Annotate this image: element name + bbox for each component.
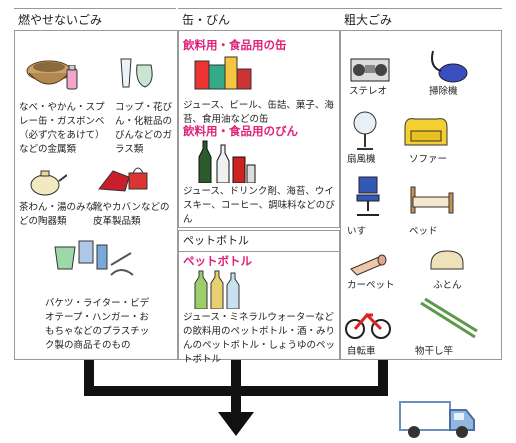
pet-bottles-icon (194, 270, 240, 309)
drying-pole-icon (420, 297, 478, 339)
bulky-fan: 扇風機 (347, 154, 376, 165)
bulky-carpet: カーペット (347, 280, 395, 291)
bulky-drying-pole: 物干し竿 (415, 346, 454, 357)
vacuum-icon (431, 50, 468, 83)
header-nonburnable: 燃やせないごみ (14, 8, 176, 30)
teapot-icon (30, 170, 67, 196)
bottles-desc: ジュース、ドリンク剤、海苔、ウイスキー、コーヒー、調味料などのびん (183, 186, 335, 225)
arrow-down-icon (218, 412, 254, 436)
chair-icon (356, 176, 380, 216)
nonburnable-ceramic: 茶わん・湯のみなどの陶器類 (19, 202, 96, 227)
panel-pet-bottles: ペットボトル ペットボトル ジュース・ミネラルウォーターなどの飲料用のペットボト… (178, 230, 340, 365)
fan-icon (353, 111, 377, 150)
plastic-goods-icon (54, 240, 134, 276)
header-bulky: 粗大ごみ (340, 8, 502, 30)
pet-desc: ジュース・ミネラルウォーターなどの飲料用のペットボトル・酒・みりんのペットボトル… (183, 312, 336, 365)
panel-nonburnable: なべ・やかん・スプレー缶・ガスボンベ（必ず穴をあけて）などの金属類 コップ・花び… (14, 30, 178, 360)
bulky-vacuum: 掃除機 (429, 86, 458, 97)
bicycle-icon (345, 312, 391, 339)
cans-icon (194, 56, 252, 90)
nonburnable-plastic: バケツ・ライター・ビデオテープ・ハンガー・おもちゃなどのプラスチック製の商品その… (45, 298, 150, 351)
carpet-icon (350, 254, 387, 276)
nonburnable-glass: コップ・花びん・化粧品のびんなどのガラス類 (115, 102, 173, 155)
pot-icon (26, 60, 72, 85)
panel-cans-bottles: 飲料用・食品用の缶 ジュース、ビール、缶詰、菓子、海苔、食用油などの缶 飲料用・… (178, 30, 340, 228)
connector-left (84, 360, 94, 394)
bulky-bicycle: 自転車 (347, 346, 376, 357)
stereo-icon (350, 58, 390, 82)
connector-center (231, 360, 241, 416)
pet-title: ペットボトル (183, 254, 252, 268)
bulky-sofa: ソファー (409, 154, 448, 165)
pet-header: ペットボトル (179, 231, 339, 252)
bulky-bed: ベッド (409, 226, 438, 237)
nonburnable-metal: なべ・やかん・スプレー缶・ガスボンベ（必ず穴をあけて）などの金属類 (19, 102, 105, 155)
bulky-futon: ふとん (433, 280, 462, 291)
connector-right (378, 360, 388, 394)
cans-title: 飲料用・食品用の缶 (183, 38, 287, 52)
bottles-title: 飲料用・食品用のびん (183, 124, 298, 138)
bed-icon (410, 186, 454, 214)
header-cans-bottles: 缶・びん (178, 8, 342, 30)
glass-cup-icon (120, 58, 153, 88)
sofa-icon (404, 118, 448, 146)
bulky-chair: いす (347, 226, 367, 237)
bottles-icon (198, 140, 256, 183)
panel-bulky: ステレオ 掃除機 扇風機 ソファー いす ベッド カーペット ふとん 自転車 (340, 30, 502, 360)
shoes-bag-icon (98, 167, 148, 192)
cans-desc: ジュース、ビール、缶詰、菓子、海苔、食用油などの缶 (183, 100, 334, 125)
nonburnable-leather: 靴やカバンなどの皮革製品類 (93, 202, 170, 227)
spray-can-icon (66, 65, 78, 90)
bulky-stereo: ステレオ (349, 86, 388, 97)
truck-icon (399, 401, 475, 438)
futon-icon (430, 250, 464, 270)
